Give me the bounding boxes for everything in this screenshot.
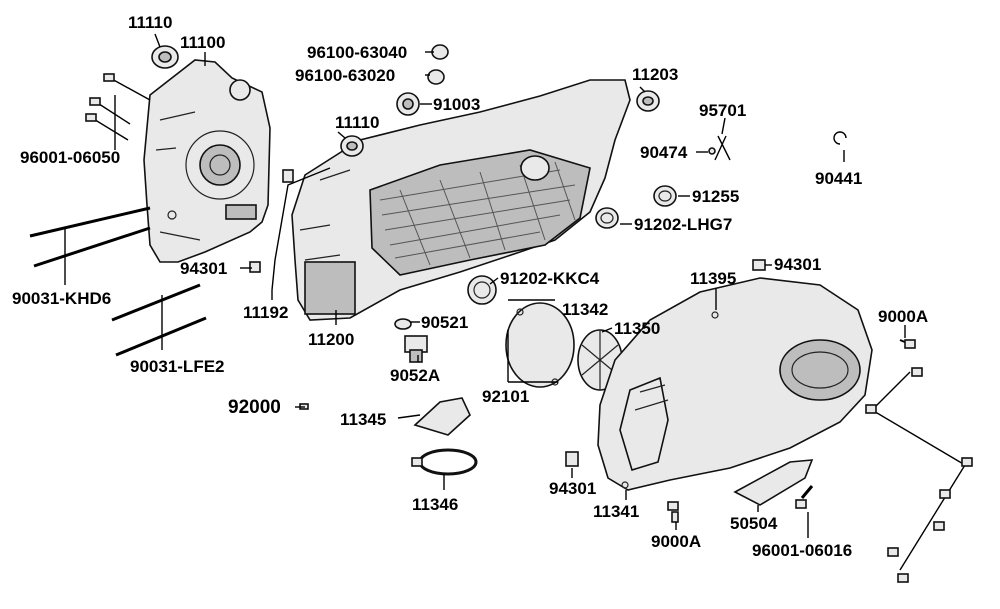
label-96001-06016: 96001-06016 [752, 541, 852, 560]
label-96100-63040: 96100-63040 [307, 43, 407, 62]
bushing-11110-top [151, 45, 179, 69]
label-11200: 11200 [308, 330, 354, 349]
duct-11345 [413, 397, 471, 436]
label-90474: 90474 [640, 143, 688, 162]
label-91255: 91255 [692, 187, 739, 206]
label-11110-middle: 11110 [335, 113, 379, 132]
label-9052A: 9052A [390, 366, 440, 385]
label-91003: 91003 [433, 95, 480, 114]
bolts-96001-06050 [85, 73, 151, 141]
bolt-set-9000A [865, 339, 973, 583]
label-11350: 11350 [614, 319, 660, 338]
label-11345: 11345 [340, 410, 386, 429]
label-11346: 11346 [412, 495, 458, 514]
label-91202-LHG7: 91202-LHG7 [634, 215, 732, 234]
right-crankcase-half [291, 79, 631, 321]
labels: 11110 11100 96001-06050 90031-KHD6 90031… [12, 13, 928, 560]
bracket-50504 [733, 459, 814, 506]
bolt-9000A-bottom [667, 501, 679, 523]
bearings-seals-upper [396, 44, 449, 116]
label-11203: 11203 [632, 65, 678, 84]
crankcase-cover-11341 [597, 277, 873, 491]
clamp-11346 [411, 448, 478, 476]
label-9000A-bottom: 9000A [651, 532, 701, 551]
label-92101: 92101 [482, 387, 529, 406]
bushing-11203 [636, 90, 660, 112]
label-90031-LFE2: 90031-LFE2 [130, 357, 225, 376]
plate-11342 [505, 302, 575, 388]
dowel-94301-cover [565, 259, 766, 467]
label-90031-KHD6: 90031-KHD6 [12, 289, 111, 308]
label-94301-left: 94301 [180, 259, 227, 278]
drain-plug [394, 318, 428, 363]
label-94301-bottom: 94301 [549, 479, 596, 498]
clip-95701 [708, 135, 731, 161]
label-11342: 11342 [562, 300, 608, 319]
label-96001-06050: 96001-06050 [20, 148, 120, 167]
label-11110-top: 11110 [128, 13, 172, 32]
label-11341: 11341 [593, 502, 639, 521]
label-92000: 92000 [228, 397, 281, 418]
label-95701: 95701 [699, 101, 746, 120]
tube-11192 [249, 167, 331, 291]
seals-right [467, 185, 677, 305]
label-50504: 50504 [730, 514, 778, 533]
label-90441: 90441 [815, 169, 862, 188]
label-91202-KKC4: 91202-KKC4 [500, 269, 600, 288]
bushing-11110-middle [340, 135, 364, 157]
label-11192: 11192 [243, 303, 288, 322]
label-9000A-right: 9000A [878, 307, 928, 326]
leader-lines [64, 33, 906, 538]
ring-90441 [833, 131, 847, 145]
label-11100: 11100 [180, 33, 225, 52]
label-94301-right: 94301 [774, 255, 821, 274]
label-11395: 11395 [690, 269, 736, 288]
label-90521: 90521 [421, 313, 468, 332]
studs-90031 [29, 206, 207, 357]
label-96100-63020: 96100-63020 [295, 66, 395, 85]
left-crankcase-half [143, 59, 271, 263]
bolt-96001-06016 [795, 485, 814, 509]
